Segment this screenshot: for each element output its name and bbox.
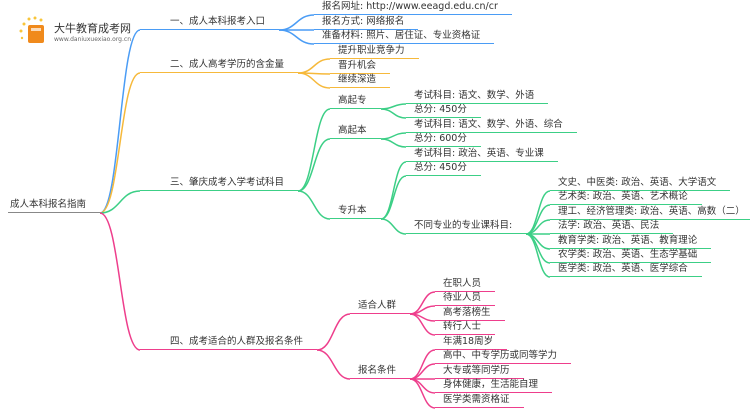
major-item[interactable]: 法学: 政治、英语、民法 — [550, 220, 674, 234]
major-item[interactable]: 文史、中医类: 政治、英语、大学语文 — [550, 177, 731, 191]
leaf[interactable]: 待业人员 — [435, 292, 496, 306]
leaf[interactable]: 准备材料: 照片、居住证、专业资格证 — [314, 30, 495, 44]
leaf[interactable]: 总分: 450分 — [406, 162, 481, 176]
leaf[interactable]: 高中、中专学历或同等学力 — [435, 350, 572, 364]
connector-line — [297, 138, 331, 192]
connector-line — [297, 72, 331, 89]
connector-line — [278, 14, 315, 31]
connector-line — [297, 58, 331, 74]
leaf[interactable]: 身体健康，生活能自理 — [435, 379, 553, 393]
leaf[interactable]: 考试科目: 语文、数学、外语 — [406, 90, 549, 104]
node-gqz[interactable]: 高起专 — [330, 95, 381, 109]
logo-title: 大牛教育成考网 — [54, 21, 131, 35]
leaf[interactable]: 总分: 450分 — [406, 104, 481, 118]
branch-conditions[interactable]: 四、成考适合的人群及报名条件 — [140, 336, 318, 350]
connector-line — [316, 349, 351, 380]
leaf[interactable]: 总分: 600分 — [406, 133, 481, 147]
leaf[interactable]: 年满18周岁 — [435, 336, 508, 350]
connector-line — [380, 132, 407, 140]
major-item[interactable]: 理工、经济管理类: 政治、英语、高数（二） — [550, 206, 750, 220]
leaf[interactable]: 晋升机会 — [330, 60, 391, 74]
logo: 大牛教育成考网 www.daniuxuexiao.org.cn — [18, 16, 131, 46]
connector-line — [380, 103, 407, 110]
leaf[interactable]: 报名网址: http://www.eeagd.edu.cn/cr — [314, 1, 512, 15]
book-logo-icon — [19, 16, 44, 43]
root-node[interactable]: 成人本科报名指南 — [8, 199, 101, 213]
connector-line — [380, 218, 407, 235]
connector-line — [297, 108, 331, 192]
branch-entry[interactable]: 一、成人本科报考入口 — [140, 16, 280, 30]
node-conditions[interactable]: 报名条件 — [350, 365, 411, 379]
major-item[interactable]: 艺术类: 政治、英语、艺术概论 — [550, 191, 702, 205]
connector-line — [99, 72, 141, 214]
leaf[interactable]: 高考落榜生 — [435, 307, 505, 321]
connector-line — [380, 138, 407, 148]
leaf[interactable]: 报名方式: 网络报名 — [314, 16, 419, 30]
major-item[interactable]: 教育学类: 政治、英语、教育理论 — [550, 235, 712, 249]
node-majors[interactable]: 不同专业的专业课科目: — [406, 220, 527, 234]
connector-line — [278, 29, 315, 45]
connector-line — [99, 212, 141, 351]
major-item[interactable]: 医学类: 政治、英语、医学综合 — [550, 263, 702, 277]
node-crowd[interactable]: 适合人群 — [350, 300, 411, 314]
connector-line — [99, 190, 141, 214]
connector-line — [297, 190, 331, 220]
connector-line — [380, 175, 407, 220]
connector-line — [380, 108, 407, 119]
connector-line — [99, 29, 141, 214]
connector-line — [409, 313, 436, 336]
leaf[interactable]: 在职人员 — [435, 278, 496, 292]
branch-value[interactable]: 二、成人高考学历的含金量 — [140, 59, 299, 73]
leaf[interactable]: 转行人士 — [435, 321, 496, 335]
branch-subjects[interactable]: 三、肇庆成考入学考试科目 — [140, 177, 299, 191]
connector-line — [525, 204, 551, 235]
logo-url: www.daniuxuexiao.org.cn — [54, 35, 131, 43]
leaf[interactable]: 考试科目: 政治、英语、专业课 — [406, 148, 558, 162]
major-item[interactable]: 农学类: 政治、英语、生态学基础 — [550, 249, 712, 263]
connector-line — [409, 378, 436, 394]
leaf[interactable]: 考试科目: 语文、数学、外语、综合 — [406, 119, 577, 133]
node-gqb[interactable]: 高起本 — [330, 125, 381, 139]
connector-line — [380, 161, 407, 220]
node-zsb[interactable]: 专升本 — [330, 205, 381, 219]
connector-line — [409, 378, 436, 409]
leaf[interactable]: 医学类需资格证 — [435, 394, 524, 408]
leaf[interactable]: 提升职业竞争力 — [330, 45, 419, 59]
leaf[interactable]: 继续深造 — [330, 74, 391, 88]
leaf[interactable]: 大专或等同学历 — [435, 365, 524, 379]
connector-line — [525, 233, 551, 278]
connector-line — [316, 313, 351, 351]
